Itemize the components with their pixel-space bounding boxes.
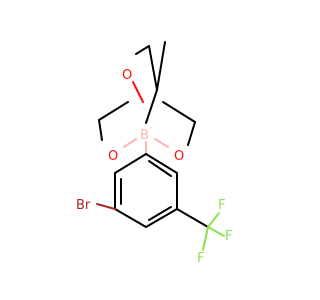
oxygen-atom-top: O (122, 68, 132, 83)
bond-boron-right-oxygen (154, 138, 169, 148)
bond-rightarm-top (162, 101, 196, 123)
fluorine-atom-top: F (218, 198, 225, 213)
bond-cf3-f-bottom (202, 226, 209, 251)
bond-ring-inner-2 (148, 206, 172, 221)
bond-ring-cf3 (176, 208, 209, 228)
bond-otop-ch2 (135, 45, 150, 55)
bond-ring-4 (145, 208, 178, 228)
fluorine-atom-bottom: F (197, 251, 204, 266)
bond-cage-center (145, 89, 158, 124)
bond-ch2-quaternary (148, 45, 158, 91)
boron-charge: - (150, 123, 153, 133)
bond-rightarm-bottom (187, 121, 196, 146)
bond-boron-left-oxygen (123, 138, 137, 148)
bond-leftarm-top (98, 101, 129, 121)
bond-cf3-f-top (207, 212, 220, 228)
oxygen-atom-right: O (174, 149, 184, 164)
bond-ring-1 (114, 153, 147, 174)
bond-ring-inner-3 (148, 160, 172, 177)
oxygen-atom-left: O (108, 149, 118, 164)
bond-ring-3 (114, 208, 147, 228)
structure-canvas: O O O B - Br F F F (76, 41, 232, 266)
bond-cf3-f-right (207, 226, 225, 237)
bond-ring-bromine (96, 203, 116, 210)
bond-otop-cbridge (132, 81, 144, 103)
bond-quaternary-methyl (156, 41, 166, 91)
fluorine-atom-right: F (225, 229, 232, 244)
molecule-structure: O O O B - Br F F F (76, 41, 232, 266)
bond-leftarm-bottom (98, 119, 103, 141)
boron-atom: B (140, 128, 149, 143)
bromine-atom: Br (76, 198, 91, 213)
bond-ring-6 (145, 153, 178, 174)
